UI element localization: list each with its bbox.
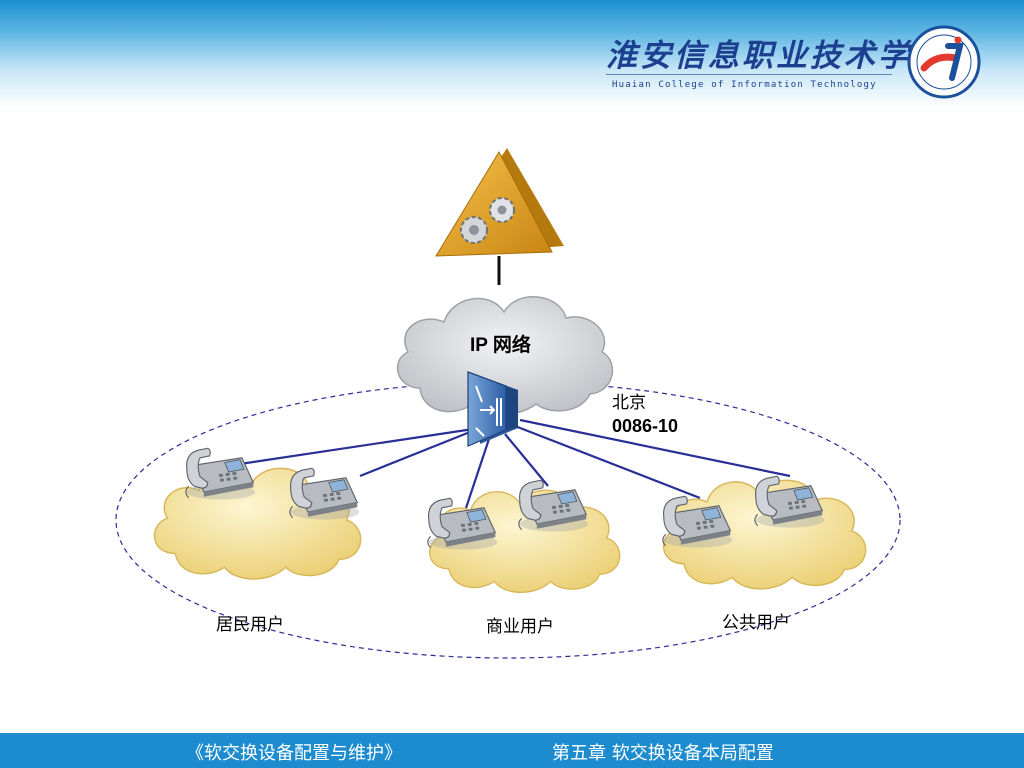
footer-course-title: 《软交换设备配置与维护》 (186, 743, 402, 764)
college-name-en: Huaian College of Information Technology (612, 80, 877, 90)
softswitch-gears-icon (435, 148, 564, 257)
residential-users-label: 居民用户 (216, 615, 284, 635)
area-name-label: 北京 (612, 393, 646, 413)
access-gateway-icon (467, 371, 518, 447)
local-area-boundary (115, 381, 901, 659)
telephone-icon (289, 467, 360, 521)
network-diagram: IP 网络 (115, 148, 901, 659)
telephone-icon (518, 479, 589, 533)
college-logo-icon (907, 25, 981, 99)
footer-chapter-title: 第五章 软交换设备本局配置 (552, 743, 774, 764)
footer-bar: 《软交换设备配置与维护》 第五章 软交换设备本局配置 (0, 733, 1024, 768)
telephone-icon (185, 447, 256, 501)
business-users-label: 商业用户 (486, 617, 554, 637)
ip-network-label: IP 网络 (470, 333, 531, 356)
header-rule (606, 74, 892, 75)
gateway-links (239, 418, 791, 509)
area-code-label: 0086-10 (612, 416, 679, 436)
header-banner: 淮安信息职业技术学院 Huaian College of Information… (0, 0, 1024, 108)
public-users-label: 公共用户 (722, 613, 790, 633)
college-name-cn: 淮安信息职业技术学院 (606, 38, 946, 74)
